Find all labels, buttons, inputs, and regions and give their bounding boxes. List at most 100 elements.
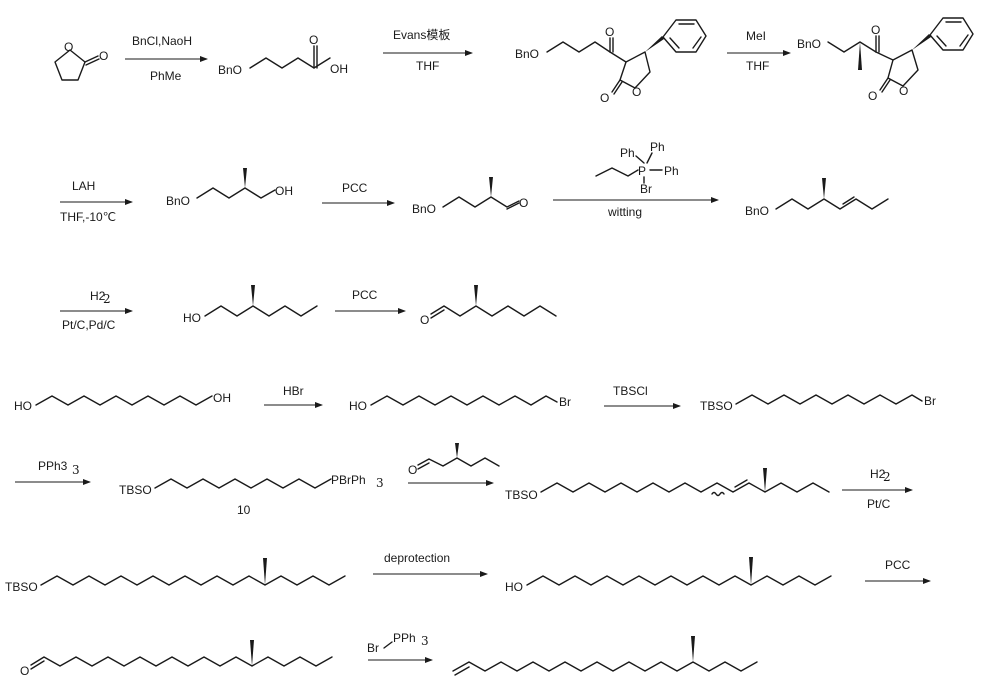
alkene-benzyl-ether-structure: BnO	[745, 178, 889, 218]
reagent-label: TBSCl	[613, 384, 648, 398]
reaction-arrow-8: PCC	[335, 288, 406, 314]
tbs-saturated-ether-structure: TBSO	[5, 558, 346, 594]
tbs-alkene-intermediate-structure: TBSO	[505, 468, 830, 502]
bromodecanol-structure: HO Br	[349, 395, 571, 413]
bromide-label: Br	[640, 182, 652, 196]
subscript-label: 3	[421, 634, 429, 648]
oh-label: OH	[213, 391, 231, 405]
reaction-arrow-3: MeI THF	[727, 29, 791, 73]
ketone-o-label: O	[871, 23, 880, 37]
solvent-label: THF	[416, 59, 439, 73]
reaction-arrow-6: witting P Ph Ph Ph Br	[553, 140, 719, 219]
phosphorus-label: P	[638, 164, 646, 178]
aldehyde-o-label: O	[519, 196, 528, 210]
tbs-bromodecanol-structure: TBSO Br	[700, 394, 936, 413]
oh-label: OH	[330, 62, 348, 76]
conditions-label: THF,-10℃	[60, 210, 116, 224]
ho-label: HO	[505, 580, 523, 594]
methylated-evans-adduct-structure: BnO O O O	[797, 17, 974, 103]
ho-label: HO	[183, 311, 201, 325]
tbso-label: TBSO	[119, 483, 152, 497]
phosphonium-label: PBrPh	[331, 473, 366, 487]
bno-label: BnO	[745, 204, 769, 218]
tbso-label: TBSO	[700, 399, 733, 413]
methyl-alkanal-structure: O	[20, 640, 333, 678]
reagent-label: BnCl,NaoH	[132, 34, 192, 48]
reagent-label: PCC	[885, 558, 911, 572]
conditions-label: witting	[607, 205, 642, 219]
catalyst-label: Pt/C,Pd/C	[62, 318, 116, 332]
reagent-label: MeI	[746, 29, 766, 43]
reagent-label: LAH	[72, 179, 95, 193]
reagent-label: Evans模板	[393, 28, 450, 42]
reaction-arrow-15: PCC	[865, 558, 931, 584]
methyl-heptanal-structure: O	[420, 285, 557, 327]
reaction-arrow-4: LAH THF,-10℃	[60, 179, 133, 224]
reaction-arrow-12: O	[408, 443, 500, 486]
bno-label: BnO	[218, 63, 242, 77]
subscript-label: 2	[103, 292, 111, 306]
aldehyde-o-label: O	[20, 664, 29, 678]
tbso-label: TBSO	[505, 488, 538, 502]
reaction-arrow-9: HBr	[264, 384, 323, 408]
reaction-arrow-13: H2 2 Pt/C	[842, 467, 913, 511]
reagent-label: H2	[870, 467, 886, 481]
decanediol-structure: HO OH	[14, 391, 231, 413]
phosphonium-salt-structure: P Ph Ph Ph Br	[595, 140, 679, 196]
ring-o-label: O	[632, 85, 641, 99]
bno-label: BnO	[412, 202, 436, 216]
methyl-butanediol-monobenzyl-structure: BnO OH	[166, 168, 293, 208]
methyl-alkene-product-structure	[452, 636, 758, 676]
aldehyde-o-label: O	[420, 313, 429, 327]
reagent-label: PCC	[352, 288, 378, 302]
reagent-label: PPh3	[38, 459, 68, 473]
ketone-o-label: O	[605, 25, 614, 39]
phenyl-label: Ph	[620, 146, 635, 160]
ylide-reagent-label: PPh	[393, 631, 416, 645]
benzyloxy-butanoic-acid-structure: BnO O OH	[218, 33, 348, 77]
reagent-label: HBr	[283, 384, 304, 398]
evans-acyl-adduct-structure: BnO O O O	[515, 19, 707, 105]
bromine-label: Br	[559, 395, 571, 409]
phosphonium-salt-10-structure: TBSO PBrPh 3 10	[119, 473, 384, 517]
oh-label: OH	[275, 184, 293, 198]
reaction-arrow-14: deprotection	[373, 551, 488, 577]
butyrolactone-structure: O O	[54, 40, 108, 81]
ho-label: HO	[14, 399, 32, 413]
reaction-arrow-10: TBSCl	[604, 384, 681, 409]
solvent-label: PhMe	[150, 69, 182, 83]
reaction-arrow-5: PCC	[322, 181, 395, 206]
ring-o-label: O	[899, 84, 908, 98]
subscript-label: 3	[376, 476, 384, 490]
aldehyde-o-label: O	[408, 463, 417, 477]
phenyl-label: Ph	[664, 164, 679, 178]
compound-number-label: 10	[237, 503, 251, 517]
carbonyl-o-label: O	[309, 33, 318, 47]
bno-label: BnO	[166, 194, 190, 208]
carbonyl-o-label: O	[868, 89, 877, 103]
subscript-label: 2	[883, 470, 891, 484]
phenyl-label: Ph	[650, 140, 665, 154]
bromine-label: Br	[924, 394, 936, 408]
reaction-arrow-2: Evans模板 THF	[383, 28, 473, 73]
bno-label: BnO	[515, 47, 539, 61]
carbonyl-o-label: O	[99, 49, 108, 63]
reaction-arrow-1: BnCl,NaoH PhMe	[125, 34, 208, 83]
reaction-arrow-11: PPh3 3	[15, 459, 91, 485]
reagent-label: H2	[90, 289, 106, 303]
methyl-heptanol-structure: HO	[183, 285, 318, 325]
ring-o-label: O	[64, 40, 73, 54]
bno-label: BnO	[797, 37, 821, 51]
reaction-arrow-16: Br PPh 3	[367, 631, 433, 663]
solvent-label: THF	[746, 59, 769, 73]
methyl-aldehyde-structure: BnO O	[412, 177, 528, 216]
aldehyde-reagent-structure: O	[408, 443, 500, 477]
subscript-label: 3	[72, 463, 80, 477]
bromide-label: Br	[367, 641, 379, 655]
carbonyl-o-label: O	[600, 91, 609, 105]
reagent-label: deprotection	[384, 551, 450, 565]
tbso-label: TBSO	[5, 580, 38, 594]
ho-label: HO	[349, 399, 367, 413]
reaction-arrow-7: H2 2 Pt/C,Pd/C	[60, 289, 133, 332]
